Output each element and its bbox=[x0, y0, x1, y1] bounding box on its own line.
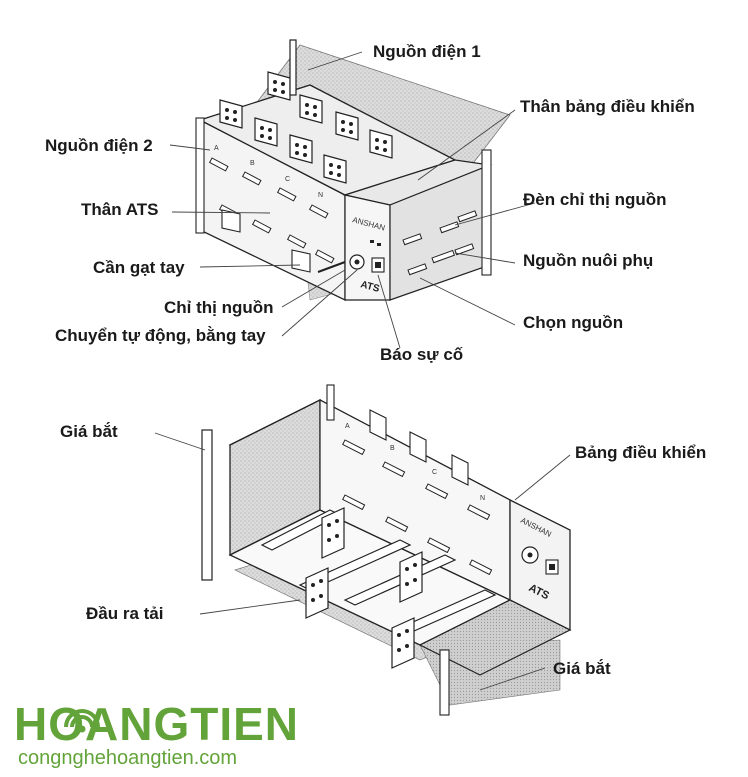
logo-name: HOANGTIEN bbox=[14, 698, 299, 750]
bracket-right bbox=[439, 649, 450, 716]
bottom-leader-lines bbox=[154, 432, 571, 691]
label-panel-body: Thân bảng điều khiển bbox=[520, 97, 695, 116]
label-fault-alarm: Báo sự cố bbox=[380, 345, 464, 364]
label-load-output: Đầu ra tải bbox=[86, 604, 164, 623]
phase-label: B bbox=[390, 445, 395, 452]
back-slots bbox=[342, 439, 493, 576]
label-source-indicator: Chỉ thị nguồn bbox=[164, 298, 274, 317]
top-bottom-plates bbox=[221, 209, 311, 273]
panel-model-text: ATS bbox=[359, 279, 381, 295]
hoangtien-logo: HOANGTIEN congnghehoangtien.com bbox=[14, 697, 354, 773]
phase-label: N bbox=[480, 495, 485, 502]
label-aux-power: Nguồn nuôi phụ bbox=[523, 251, 654, 270]
back-terminal-tabs bbox=[326, 384, 469, 486]
label-source-1: Nguồn điện 1 bbox=[373, 42, 481, 61]
bottom-ats-drawing: ANSHAN ATS A B C N bbox=[201, 384, 572, 716]
phase-label: C bbox=[432, 469, 437, 476]
terminal-strips bbox=[402, 210, 478, 276]
label-auto-manual: Chuyển tự động, bằng tay bbox=[55, 326, 266, 345]
top-leader-lines bbox=[169, 51, 536, 349]
bolt-holes bbox=[225, 80, 387, 177]
phase-label: B bbox=[250, 160, 255, 167]
bracket-left bbox=[201, 429, 213, 581]
wifi-icon bbox=[64, 709, 100, 733]
label-source-2: Nguồn điện 2 bbox=[45, 136, 153, 155]
label-ats-body: Thân ATS bbox=[81, 200, 159, 219]
front-slots bbox=[208, 157, 335, 264]
label-hand-lever: Cần gạt tay bbox=[93, 258, 185, 277]
top-rail-right bbox=[481, 149, 492, 276]
top-ats-drawing: ANSHAN ATS A B C bbox=[195, 39, 511, 302]
label-control-panel: Bảng điều khiển bbox=[575, 443, 707, 462]
logo-url: congnghehoangtien.com bbox=[18, 747, 238, 769]
label-source-select: Chọn nguồn bbox=[523, 313, 624, 332]
phase-label: C bbox=[285, 176, 290, 183]
label-mount-bracket-2: Giá bắt bbox=[553, 659, 611, 678]
phase-label: N bbox=[318, 192, 323, 199]
top-rail-left bbox=[195, 117, 205, 234]
phase-label: A bbox=[214, 145, 219, 152]
label-source-indicator-light: Đèn chỉ thị nguồn bbox=[523, 190, 667, 209]
label-mount-bracket-1: Giá bắt bbox=[60, 422, 118, 441]
phase-label: A bbox=[345, 423, 350, 430]
hand-lever bbox=[317, 261, 346, 273]
